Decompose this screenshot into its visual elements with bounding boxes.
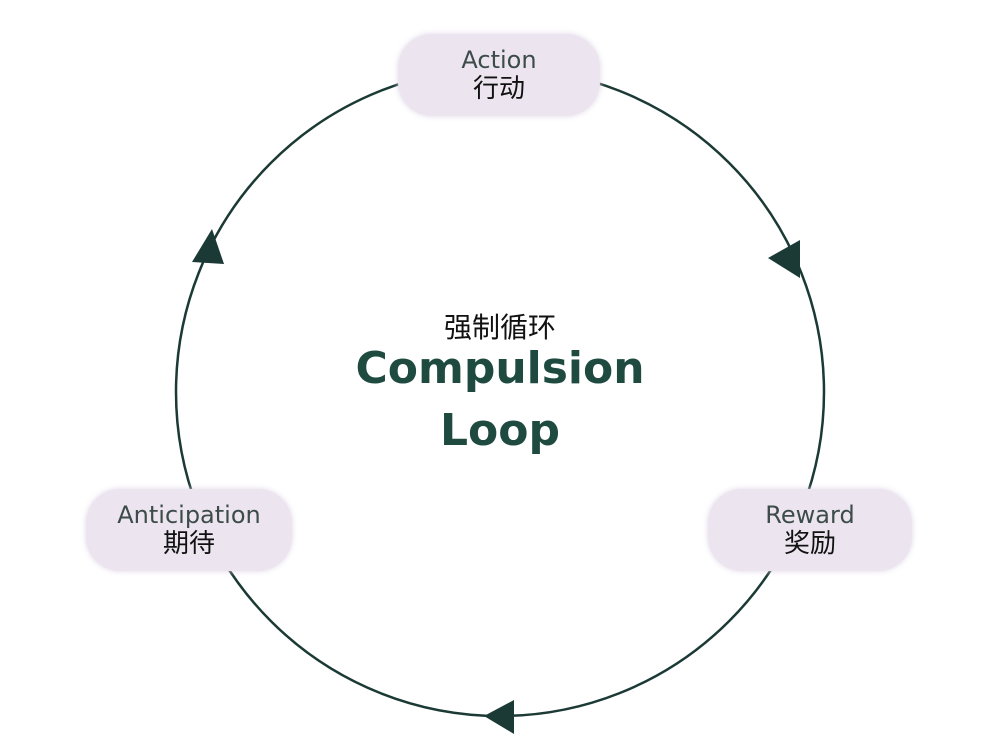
node-reward-label-zh: 奖励	[783, 529, 836, 559]
node-action-label: Action	[461, 46, 537, 74]
arrowhead-left-icon	[192, 229, 224, 264]
center-title-line-1: Compulsion	[355, 343, 645, 394]
node-action: Action 行动	[398, 34, 600, 116]
node-reward: Reward 奖励	[708, 489, 912, 571]
node-action-label-zh: 行动	[472, 74, 525, 104]
arrowhead-bottom-icon	[484, 700, 514, 734]
center-title-line-2: Loop	[440, 405, 560, 456]
node-anticipation-label-zh: 期待	[162, 529, 215, 559]
center-subtitle: 强制循环	[443, 311, 556, 344]
node-anticipation-label: Anticipation	[117, 501, 261, 529]
node-reward-label: Reward	[765, 501, 855, 529]
node-anticipation: Anticipation 期待	[86, 489, 292, 571]
arrowhead-right-icon	[768, 240, 800, 278]
